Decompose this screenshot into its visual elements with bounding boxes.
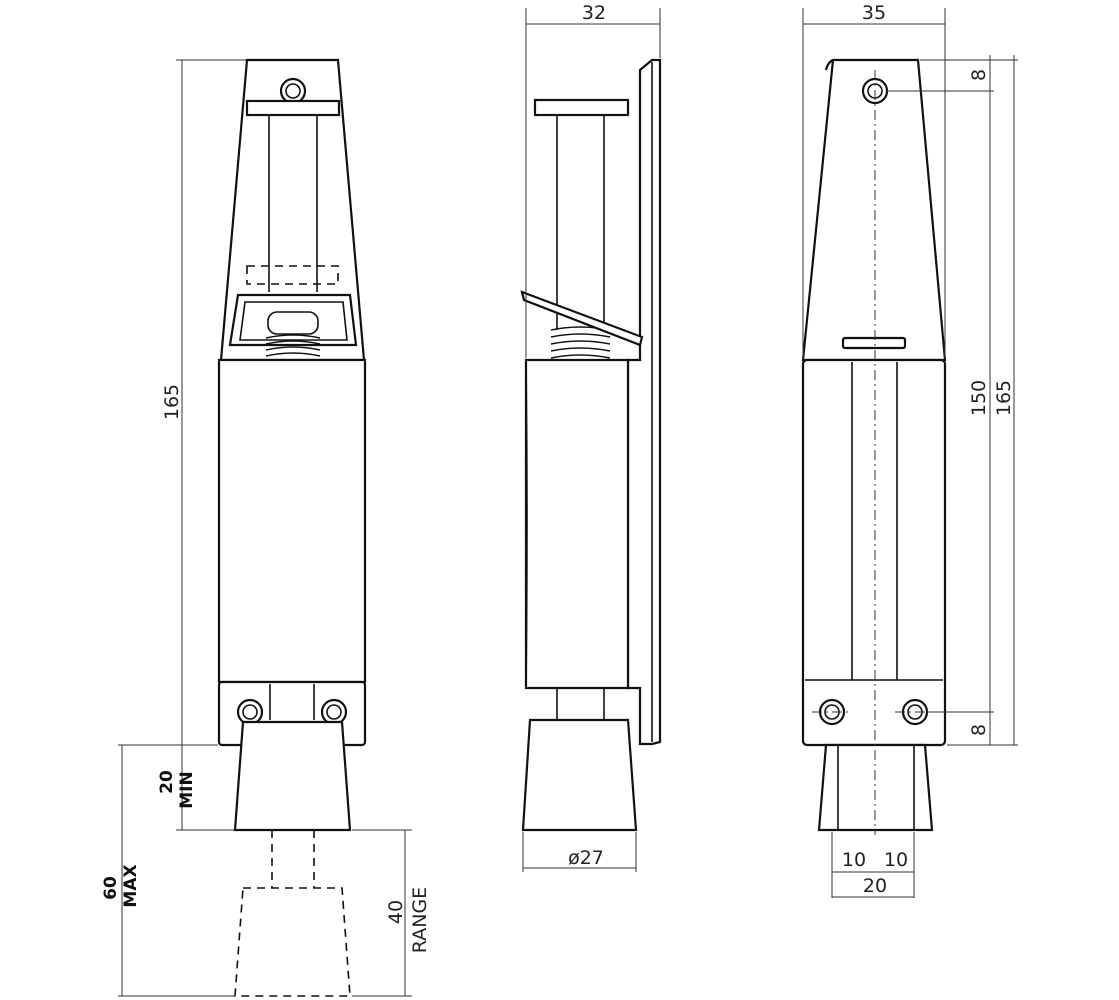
dim-10-right-label: 10 — [884, 849, 908, 871]
front-dimensions: 165 20 MIN 60 MAX 40 RANGE — [101, 59, 431, 997]
front-bottom-hole-left-inner — [242, 704, 258, 720]
min-label: MIN — [177, 771, 197, 808]
max-label: MAX — [121, 864, 141, 907]
dim-8-top-label: 8 — [968, 69, 990, 81]
back-top-corner — [824, 58, 834, 71]
back-dimensions: 35 8 8 150 165 10 10 20 — [802, 2, 1018, 898]
max-value: 60 — [101, 876, 121, 900]
front-dashed-pedal — [246, 265, 339, 285]
front-main-body — [217, 358, 367, 684]
dim-27-label: ø27 — [568, 847, 604, 869]
dim-32-label: 32 — [582, 2, 606, 24]
front-spring — [265, 311, 321, 357]
front-top-hole-inner — [285, 83, 301, 99]
back-view — [801, 58, 947, 835]
dim-165-back-label: 165 — [993, 380, 1015, 416]
back-slot — [841, 336, 907, 350]
back-foot — [817, 743, 934, 832]
side-body-curve — [525, 359, 528, 689]
dim-165-label: 165 — [161, 384, 183, 420]
front-view — [217, 58, 367, 997]
min-value: 20 — [157, 770, 177, 794]
side-main-body — [524, 358, 630, 690]
front-pedal — [228, 293, 358, 347]
dim-8-bottom-label: 8 — [968, 724, 990, 736]
side-view — [520, 58, 662, 832]
dim-20-label: 20 — [863, 875, 887, 897]
front-cap-plate — [245, 99, 341, 117]
front-foot — [233, 720, 352, 832]
range-label: RANGE — [409, 887, 431, 953]
dim-10-left-label: 10 — [842, 849, 866, 871]
back-main-body — [801, 358, 947, 747]
side-cap-plate — [533, 98, 630, 117]
side-back-plate — [626, 58, 662, 746]
dim-35-label: 35 — [862, 2, 886, 24]
side-dimensions: 32 ø27 — [522, 2, 661, 872]
side-foot — [521, 718, 638, 832]
back-top-taper — [801, 58, 947, 362]
front-pedal-inner — [239, 301, 348, 341]
range-value: 40 — [385, 900, 407, 924]
side-pedal — [520, 290, 644, 347]
dim-150-label: 150 — [968, 380, 990, 416]
front-bottom-hole-right-inner — [326, 704, 342, 720]
side-spring — [550, 326, 611, 359]
front-dashed-foot — [234, 887, 351, 997]
